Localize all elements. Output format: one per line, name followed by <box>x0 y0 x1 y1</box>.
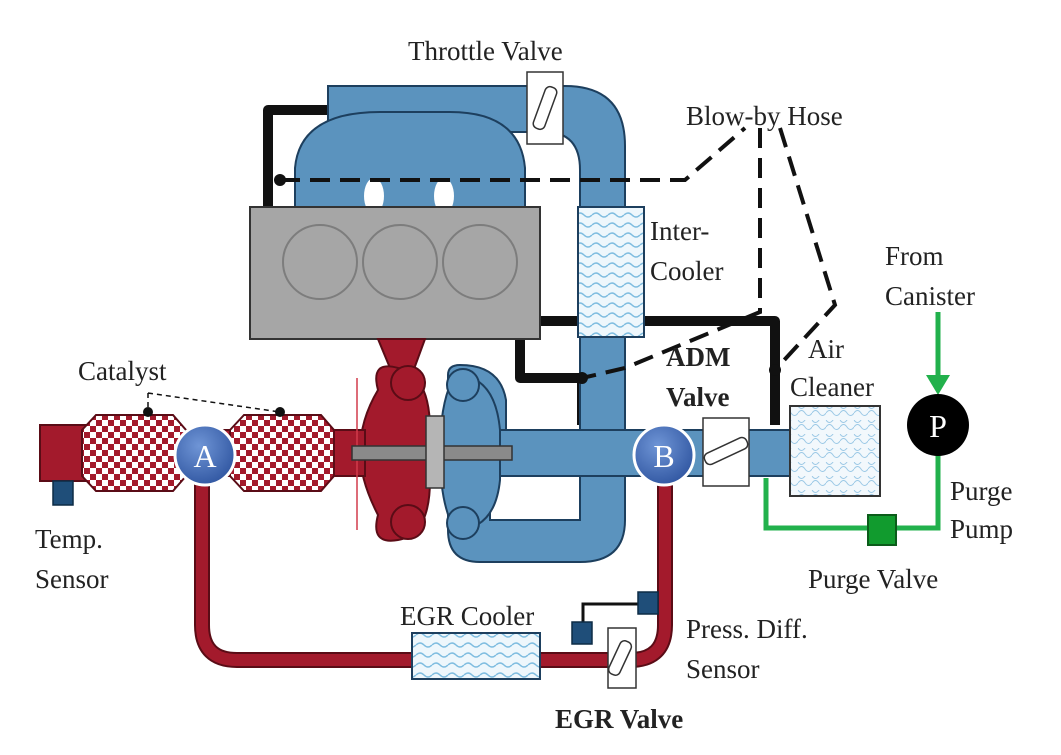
intercooler <box>577 206 645 338</box>
catalyst-1 <box>81 414 187 492</box>
air-cleaner <box>789 405 881 497</box>
label-adm-valve: Valve <box>666 382 730 412</box>
catalyst-2 <box>229 414 335 492</box>
purge-pump-letter: P <box>929 408 947 444</box>
label-blowby-hose: Blow-by Hose <box>686 101 843 131</box>
label-canister: Canister <box>885 281 975 311</box>
label-throttle-valve: Throttle Valve <box>408 36 563 66</box>
egr-cooler <box>411 632 541 680</box>
label-press-diff: Press. Diff. <box>686 614 808 644</box>
label-purge-valve: Purge Valve <box>808 564 938 594</box>
temp-sensor <box>52 480 74 506</box>
catalyst-leader <box>143 392 285 417</box>
purge-arrow <box>926 375 950 395</box>
point-a-letter: A <box>193 438 216 474</box>
label-temp: Temp. <box>35 524 103 554</box>
point-a-marker: A <box>173 423 237 487</box>
egr-valve <box>607 627 637 689</box>
turbo-shaft <box>351 415 513 489</box>
label-purge: Purge <box>950 476 1013 506</box>
label-inter: Inter- <box>650 216 709 246</box>
purge-lines <box>763 312 941 531</box>
press-diff-sensor <box>571 591 659 645</box>
hose-junction-dots <box>274 174 781 384</box>
label-egr-cooler: EGR Cooler <box>400 601 534 631</box>
label-from: From <box>885 241 944 271</box>
point-b-letter: B <box>653 438 674 474</box>
point-b-marker: B <box>632 423 696 487</box>
manifold-runner-holes <box>364 178 454 214</box>
label-catalyst: Catalyst <box>78 356 167 386</box>
throttle-valve <box>526 71 564 145</box>
label-cleaner: Cleaner <box>790 372 874 402</box>
label-press-sensor: Sensor <box>686 654 760 684</box>
purge-valve <box>867 514 897 546</box>
adm-valve <box>702 417 750 487</box>
label-egr-valve: EGR Valve <box>555 704 683 734</box>
label-cooler: Cooler <box>650 256 724 286</box>
label-adm: ADM <box>666 342 730 372</box>
engine-block <box>249 206 541 340</box>
purge-pump <box>907 394 969 456</box>
blowby-dashed-lines <box>280 126 838 380</box>
label-air: Air <box>808 334 844 364</box>
label-pump: Pump <box>950 514 1013 544</box>
label-temp-sensor: Sensor <box>35 564 109 594</box>
